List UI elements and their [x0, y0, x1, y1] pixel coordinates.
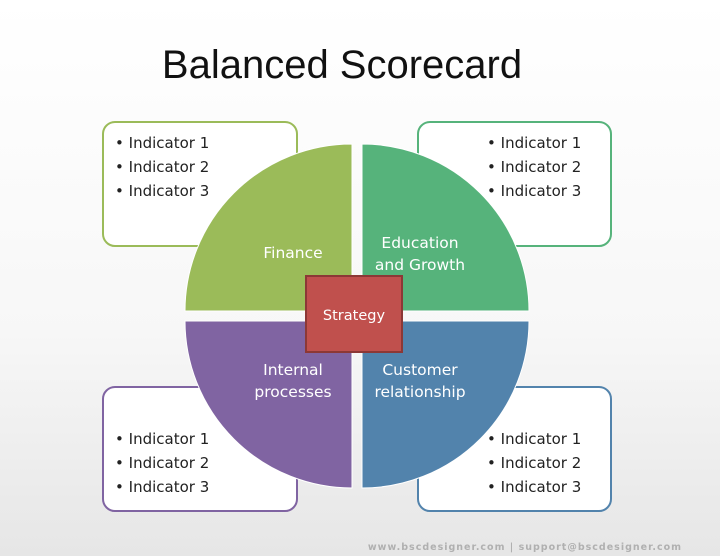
quadrant-label-finance: Finance [263, 244, 322, 262]
quadrant-internal-processes [184, 320, 353, 489]
quadrant-label-education-line1: Education [381, 234, 458, 252]
indicator-item: • Indicator 2 [487, 454, 581, 472]
footer-text: www.bscdesigner.com | support@bscdesigne… [368, 542, 682, 553]
quadrant-label-customer-line1: Customer [382, 361, 458, 379]
quadrant-finance [184, 143, 353, 312]
quadrant-label-internal-line1: Internal [263, 361, 323, 379]
quadrant-label-customer-line2: relationship [374, 383, 465, 401]
indicator-item: • Indicator 1 [115, 134, 209, 152]
indicator-item: • Indicator 3 [487, 478, 581, 496]
indicator-item: • Indicator 1 [115, 430, 209, 448]
indicator-item: • Indicator 3 [115, 478, 209, 496]
page-title: Balanced Scorecard [162, 43, 522, 87]
indicator-item: • Indicator 3 [115, 182, 209, 200]
indicator-item: • Indicator 2 [487, 158, 581, 176]
strategy-label: Strategy [323, 308, 386, 324]
indicator-item: • Indicator 1 [487, 430, 581, 448]
strategy-box [305, 275, 403, 353]
quadrant-label-education-line2: and Growth [375, 256, 465, 274]
quadrant-education-growth [361, 143, 530, 312]
quadrant-customer-relationship [361, 320, 530, 489]
indicator-item: • Indicator 2 [115, 454, 209, 472]
indicator-item: • Indicator 3 [487, 182, 581, 200]
indicator-item: • Indicator 1 [487, 134, 581, 152]
indicator-item: • Indicator 2 [115, 158, 209, 176]
quadrant-label-internal-line2: processes [254, 383, 331, 401]
